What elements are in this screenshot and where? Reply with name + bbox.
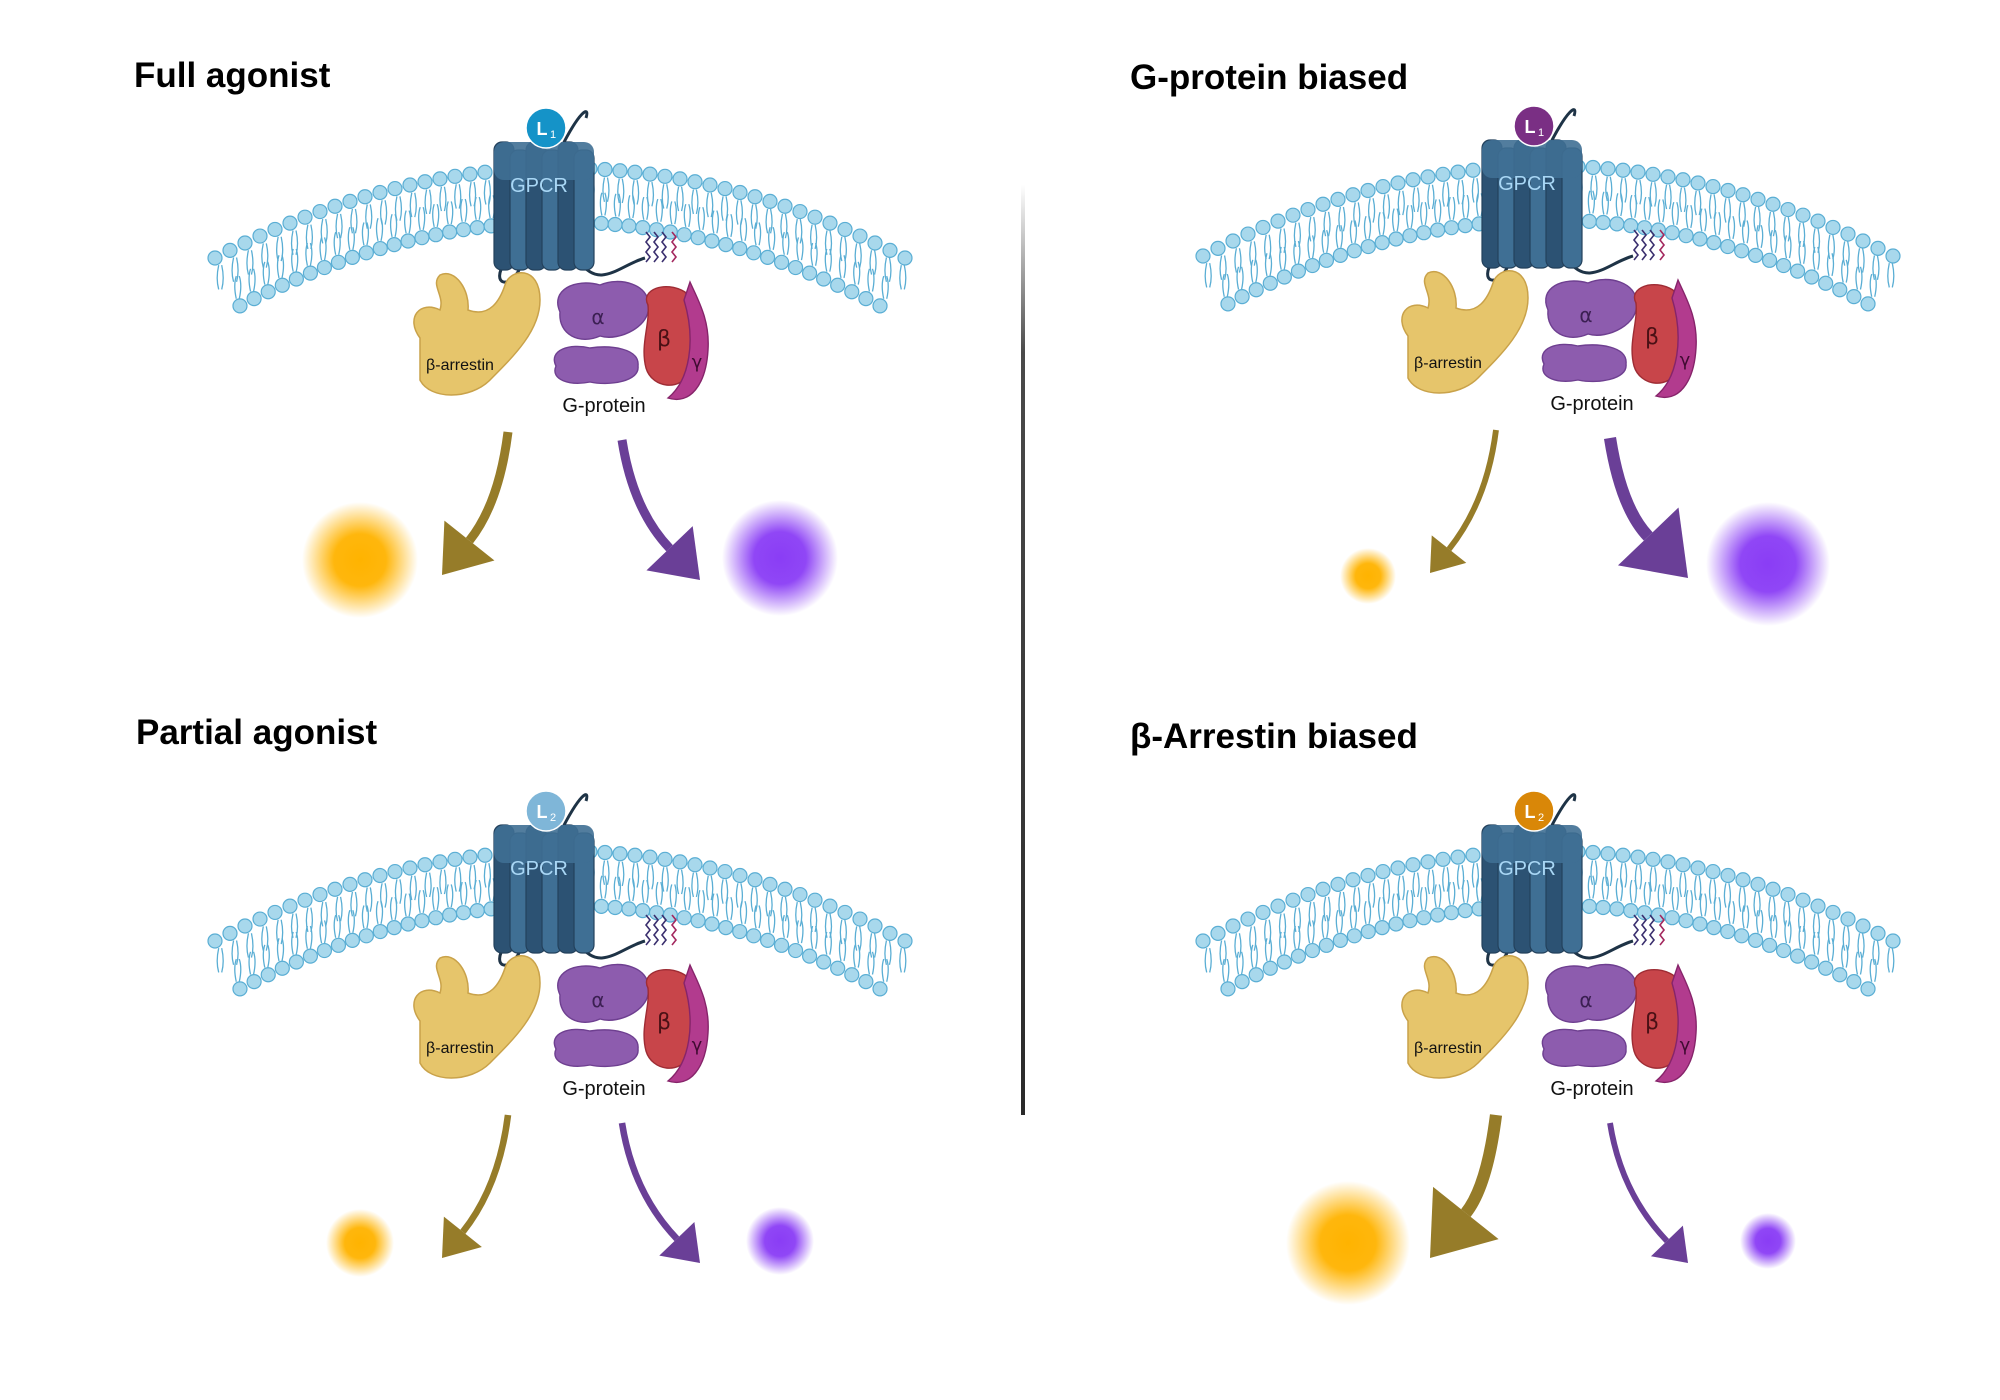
- arrestin-label: β-arrestin: [426, 357, 494, 374]
- gprotein-signal-arrow: [617, 439, 700, 580]
- beta-label: β: [657, 1010, 671, 1035]
- lipid-anchors: [1632, 229, 1666, 261]
- panel-title-gprotein-biased: G-protein biased: [1130, 58, 1409, 97]
- ligand-label: L: [537, 119, 548, 139]
- arrestin-signal-arrow: [442, 431, 513, 575]
- gprotein-label: G-protein: [562, 1078, 645, 1100]
- gamma-label: γ: [1680, 1035, 1691, 1056]
- gprotein-signal-arrow: [1603, 437, 1688, 578]
- beta-arrestin: β-arrestin: [1401, 955, 1529, 1079]
- alpha-label: α: [591, 988, 604, 1012]
- alpha-subunit-lower: [1541, 343, 1627, 383]
- alpha-label: α: [591, 305, 604, 329]
- gamma-label: γ: [1680, 350, 1691, 371]
- ligand-subscript: 2: [550, 812, 556, 824]
- ligand-subscript: 2: [1538, 812, 1544, 824]
- beta-arrestin: β-arrestin: [413, 272, 541, 396]
- gprotein-label: G-protein: [562, 395, 645, 417]
- arrestin-label: β-arrestin: [1414, 355, 1482, 372]
- arrestin-signal-glow: [326, 1209, 394, 1277]
- gamma-subunit: [666, 963, 709, 1084]
- ligand-subscript: 1: [550, 129, 556, 141]
- gprotein-signal-glow: [1706, 502, 1830, 626]
- arrestin-signal-glow: [1286, 1181, 1410, 1305]
- gpcr-label: GPCR: [1498, 173, 1556, 195]
- arrestin-signal-glow: [302, 502, 418, 618]
- gprotein-signal-arrow: [1607, 1122, 1688, 1263]
- g-protein: α βγG-protein: [553, 280, 709, 417]
- arrestin-shape: [413, 272, 541, 396]
- ligand-icon: [1513, 105, 1555, 147]
- panel-title-partial-agonist: Partial agonist: [136, 713, 378, 752]
- gprotein-signal-glow: [1740, 1213, 1796, 1269]
- beta-label: β: [1645, 325, 1659, 350]
- gpcr-receptor: GPCR: [493, 110, 646, 284]
- panel-title-full-agonist: Full agonist: [134, 56, 331, 95]
- arrestin-signal-arrow: [1430, 429, 1499, 573]
- gamma-subunit: [666, 280, 709, 401]
- beta-label: β: [1645, 1010, 1659, 1035]
- alpha-subunit-lower: [553, 1028, 639, 1068]
- panel-title-arrestin-biased: β-Arrestin biased: [1130, 717, 1418, 756]
- lipid-anchors: [1632, 914, 1666, 946]
- gprotein-signal-glow: [722, 500, 838, 616]
- gprotein-label: G-protein: [1550, 1078, 1633, 1100]
- ligand-icon: [525, 107, 567, 149]
- gamma-subunit: [1654, 963, 1697, 1084]
- beta-label: β: [657, 327, 671, 352]
- gamma-subunit: [1654, 278, 1697, 399]
- beta-arrestin: β-arrestin: [1401, 270, 1529, 394]
- beta-arrestin: β-arrestin: [413, 955, 541, 1079]
- gamma-label: γ: [692, 1035, 703, 1056]
- gpcr-label: GPCR: [510, 175, 568, 197]
- arrestin-shape: [413, 955, 541, 1079]
- arrestin-signal-glow: [1340, 548, 1396, 604]
- gamma-label: γ: [692, 352, 703, 373]
- gprotein-label: G-protein: [1550, 393, 1633, 415]
- ligand-label: L: [1525, 802, 1536, 822]
- lipid-anchors: [644, 914, 678, 946]
- gpcr-receptor: GPCR: [1481, 108, 1634, 282]
- gpcr-receptor: GPCR: [493, 793, 646, 967]
- g-protein: α βγG-protein: [1541, 963, 1697, 1100]
- ligand-icon: [525, 790, 567, 832]
- gprotein-signal-glow: [746, 1207, 814, 1275]
- panel-divider: [1021, 185, 1025, 1115]
- ligand-label: L: [1525, 117, 1536, 137]
- g-protein: α βγG-protein: [1541, 278, 1697, 415]
- arrestin-label: β-arrestin: [1414, 1040, 1482, 1057]
- arrestin-shape: [1401, 955, 1529, 1079]
- gpcr-receptor: GPCR: [1481, 793, 1634, 967]
- alpha-subunit-lower: [1541, 1028, 1627, 1068]
- gpcr-label: GPCR: [1498, 858, 1556, 880]
- arrestin-shape: [1401, 270, 1529, 394]
- ligand-label: L: [537, 802, 548, 822]
- arrestin-label: β-arrestin: [426, 1040, 494, 1057]
- alpha-subunit-lower: [553, 345, 639, 385]
- gpcr-label: GPCR: [510, 858, 568, 880]
- alpha-label: α: [1579, 988, 1592, 1012]
- lipid-anchors: [644, 231, 678, 263]
- g-protein: α βγG-protein: [553, 963, 709, 1100]
- arrestin-signal-arrow: [1430, 1114, 1503, 1258]
- arrestin-signal-arrow: [442, 1114, 512, 1258]
- ligand-icon: [1513, 790, 1555, 832]
- gprotein-signal-arrow: [618, 1122, 700, 1263]
- ligand-subscript: 1: [1538, 127, 1544, 139]
- alpha-label: α: [1579, 303, 1592, 327]
